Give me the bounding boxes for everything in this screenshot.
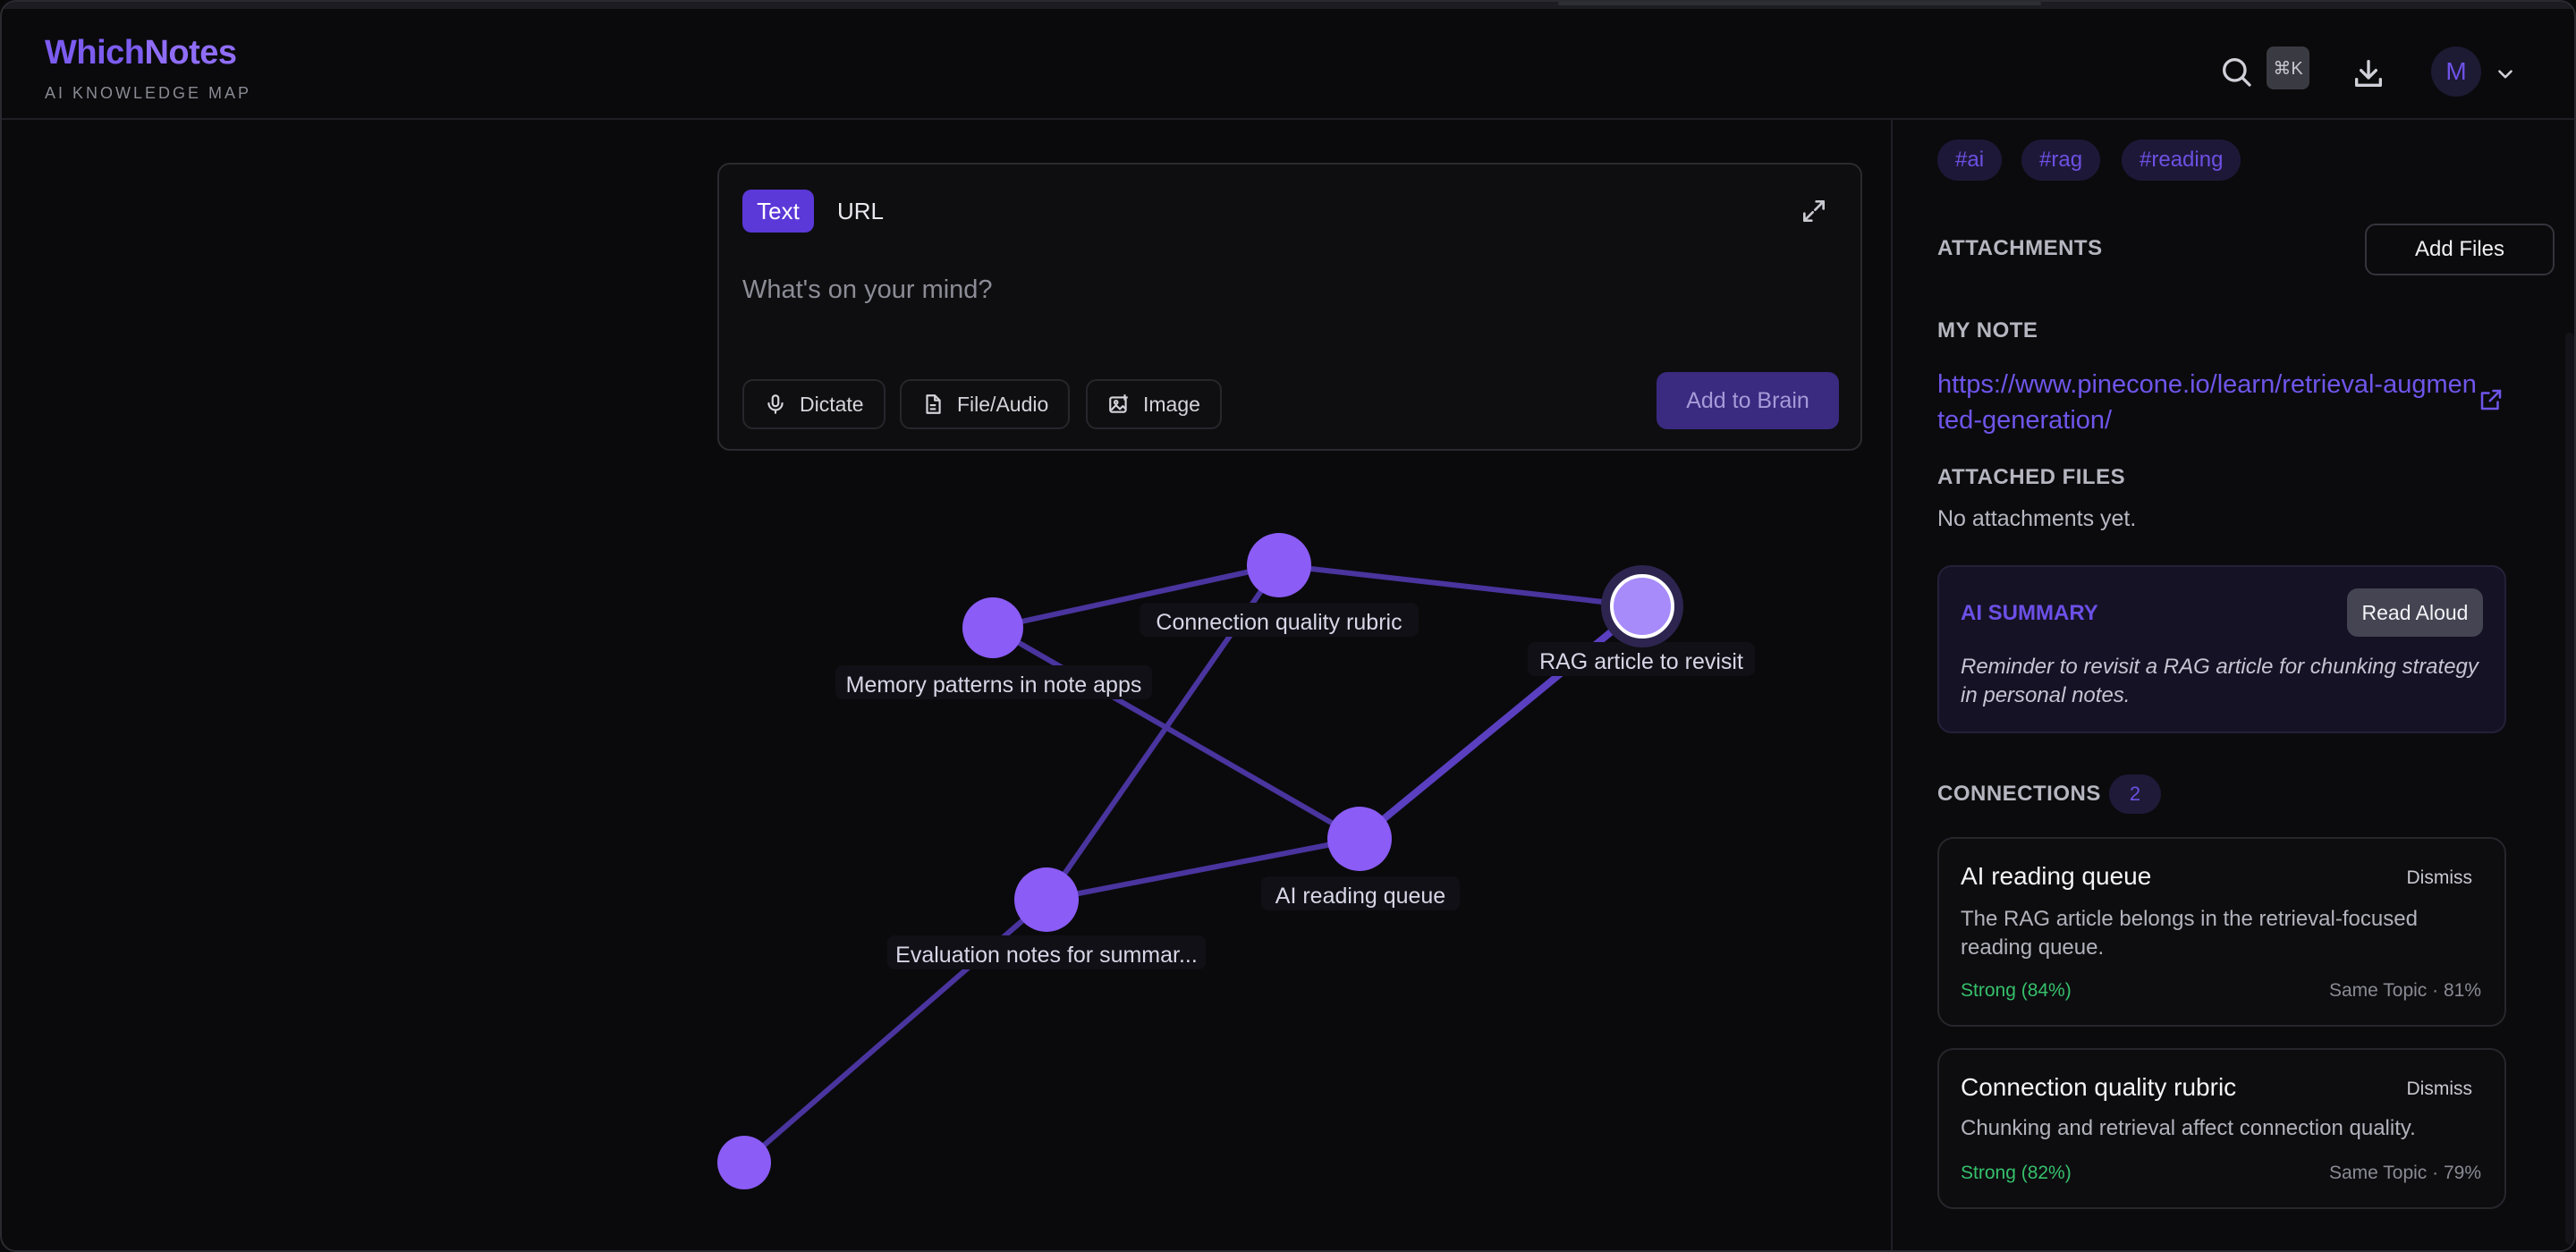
- note-input[interactable]: What's on your mind?: [742, 275, 993, 304]
- node-circle[interactable]: [962, 597, 1023, 658]
- node-label: Memory patterns in note apps: [846, 673, 1142, 698]
- expand-icon[interactable]: [1800, 197, 1828, 225]
- connection-meta: Same Topic · 81%: [2328, 980, 2481, 1001]
- brand-part1: Which: [45, 34, 145, 72]
- connections-heading: CONNECTIONS: [1937, 782, 2101, 806]
- connection-meta: Same Topic · 79%: [2328, 1163, 2481, 1183]
- attachments-heading: ATTACHMENTS: [1937, 236, 2103, 260]
- ai-summary-heading: AI SUMMARY: [1961, 601, 2098, 625]
- external-link-icon[interactable]: [2478, 386, 2504, 413]
- chevron-down-icon[interactable]: [2494, 63, 2517, 86]
- graph-node-rag-article[interactable]: RAG article to revisit: [1539, 565, 1743, 674]
- brand-logo[interactable]: WhichNotes: [45, 34, 237, 72]
- image-label: Image: [1143, 392, 1200, 416]
- label-bg: [1140, 603, 1419, 637]
- add-files-button[interactable]: Add Files: [2365, 224, 2555, 275]
- connection-title: AI reading queue: [1961, 862, 2152, 890]
- connection-title: Connection quality rubric: [1961, 1073, 2237, 1101]
- attached-files-heading: ATTACHED FILES: [1937, 465, 2126, 489]
- graph-node-evaluation-notes[interactable]: Evaluation notes for summar...: [895, 867, 1198, 968]
- drag-handle[interactable]: [1558, 2, 2041, 5]
- dictate-label: Dictate: [800, 392, 864, 416]
- tag-reading[interactable]: #reading: [2122, 140, 2241, 181]
- dictate-button[interactable]: Dictate: [742, 379, 886, 429]
- dismiss-button[interactable]: Dismiss: [2406, 1079, 2473, 1099]
- knowledge-graph[interactable]: Connection quality rubric Memory pattern…: [2, 120, 1891, 1252]
- note-composer: Text URL What's on your mind? Dictate Fi…: [717, 163, 1862, 451]
- file-audio-button[interactable]: File/Audio: [900, 379, 1071, 429]
- download-icon[interactable]: [2351, 55, 2386, 91]
- tab-text[interactable]: Text: [742, 190, 814, 233]
- label-bg: [1528, 642, 1755, 676]
- node-circle[interactable]: [1327, 807, 1392, 871]
- node-label: AI reading queue: [1275, 884, 1445, 909]
- user-avatar[interactable]: M: [2431, 47, 2481, 97]
- node-label: Connection quality rubric: [1156, 610, 1402, 635]
- top-strip: [2, 2, 2574, 9]
- graph-edge: [1276, 563, 1645, 609]
- label-bg: [887, 935, 1206, 969]
- ai-summary-card: AI SUMMARY Read Aloud Reminder to revisi…: [1937, 565, 2506, 733]
- connections-count-badge: 2: [2109, 774, 2161, 814]
- node-circle[interactable]: [1247, 533, 1311, 597]
- graph-node-connection-quality[interactable]: Connection quality rubric: [1156, 533, 1402, 635]
- graph-edge: [990, 563, 1282, 630]
- connection-card[interactable]: Connection quality rubric Dismiss Chunki…: [1937, 1048, 2506, 1209]
- brand-tagline: AI KNOWLEDGE MAP: [45, 84, 252, 102]
- tab-url[interactable]: URL: [837, 197, 885, 224]
- microphone-icon: [767, 394, 784, 414]
- image-icon: [1109, 394, 1128, 413]
- graph-label-backgrounds: [835, 603, 1755, 969]
- add-to-brain-button[interactable]: Add to Brain: [1657, 372, 1839, 429]
- my-note-heading: MY NOTE: [1937, 318, 2038, 343]
- connection-strength: Strong (82%): [1961, 1163, 2072, 1183]
- connection-body: The RAG article belongs in the retrieval…: [1961, 907, 2418, 960]
- shortcut-badge[interactable]: ⌘K: [2267, 47, 2309, 89]
- node-circle[interactable]: [1610, 574, 1674, 639]
- dismiss-button[interactable]: Dismiss: [2406, 867, 2473, 888]
- image-button[interactable]: Image: [1086, 379, 1222, 429]
- brand-part2: Notes: [144, 34, 237, 72]
- node-circle[interactable]: [717, 1136, 771, 1189]
- search-icon[interactable]: [2218, 54, 2254, 89]
- node-circle[interactable]: [1014, 867, 1079, 932]
- file-icon: [926, 394, 941, 414]
- read-aloud-button[interactable]: Read Aloud: [2347, 588, 2483, 637]
- tag-ai[interactable]: #ai: [1937, 140, 2003, 181]
- label-bg: [1261, 876, 1460, 910]
- graph-edge: [990, 625, 1362, 842]
- label-bg: [835, 665, 1152, 699]
- note-link[interactable]: https://www.pinecone.io/learn/retrieval-…: [1937, 370, 2477, 435]
- tag-rag[interactable]: #rag: [2021, 140, 2101, 181]
- graph-node-unlabeled[interactable]: [717, 1136, 771, 1189]
- graph-node-ai-reading-queue[interactable]: AI reading queue: [1275, 807, 1445, 909]
- graph-node-memory-patterns[interactable]: Memory patterns in note apps: [846, 597, 1142, 698]
- app-header: WhichNotes AI KNOWLEDGE MAP ⌘K M: [2, 9, 2574, 120]
- file-audio-label: File/Audio: [957, 392, 1049, 416]
- connection-body: Chunking and retrieval affect connection…: [1961, 1116, 2416, 1140]
- connection-card[interactable]: AI reading queue Dismiss The RAG article…: [1937, 837, 2506, 1027]
- node-label: RAG article to revisit: [1539, 649, 1743, 674]
- graph-edge: [1044, 836, 1362, 902]
- ai-summary-text: Reminder to revisit a RAG article for ch…: [1961, 655, 2479, 707]
- graph-edges: [741, 563, 1646, 1165]
- connection-strength: Strong (84%): [1961, 980, 2072, 1001]
- node-label: Evaluation notes for summar...: [895, 943, 1198, 968]
- graph-edge: [1356, 603, 1646, 842]
- no-attachments-text: No attachments yet.: [1937, 506, 2137, 531]
- note-detail-panel: #ai #rag #reading ATTACHMENTS Add Files …: [1891, 120, 2574, 1250]
- panel-scrollbar[interactable]: [2565, 333, 2574, 1245]
